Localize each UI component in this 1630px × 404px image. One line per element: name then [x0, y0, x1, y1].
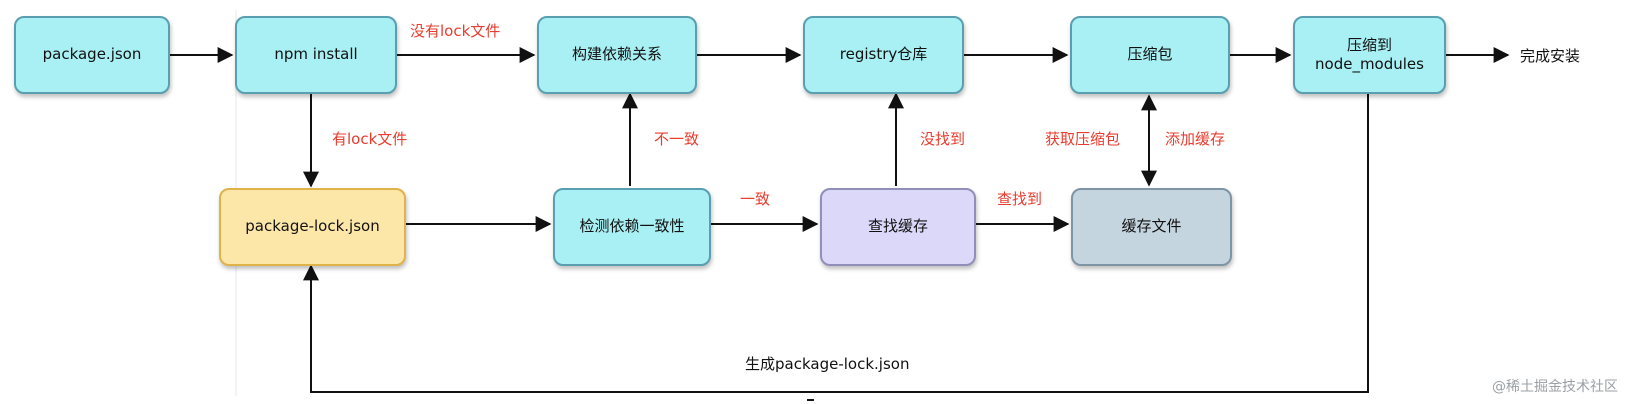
label-found: 查找到 [997, 190, 1043, 208]
node-find-cache: 查找缓存 [820, 188, 976, 266]
node-build-deps: 构建依赖关系 [537, 16, 697, 94]
label-not-found: 没找到 [920, 130, 966, 148]
label-get-pkg: 获取压缩包 [1045, 130, 1121, 148]
node-to-node-modules: 压缩到 node_modules [1293, 16, 1446, 94]
edge-node-modules-to-package-lock [303, 93, 1369, 393]
label-gen-lock: 生成package-lock.json [745, 355, 910, 373]
node-compress-pkg: 压缩包 [1070, 16, 1230, 94]
label-inconsistent: 不一致 [654, 130, 700, 148]
label-no-lock: 没有lock文件 [410, 22, 501, 40]
node-npm-install: npm install [235, 16, 397, 94]
label-has-lock: 有lock文件 [332, 130, 408, 148]
node-check-consistency: 检测依赖一致性 [553, 188, 711, 266]
watermark: @稀土掘金技术社区 [1492, 379, 1618, 395]
label-add-cache: 添加缓存 [1165, 130, 1226, 148]
node-package-json: package.json [14, 16, 170, 94]
node-cache-file: 缓存文件 [1071, 188, 1232, 266]
label-consistent: 一致 [740, 190, 771, 208]
node-package-lock: package-lock.json [219, 188, 406, 266]
node-registry: registry仓库 [803, 16, 964, 94]
label-install-done: 完成安装 [1520, 47, 1581, 65]
